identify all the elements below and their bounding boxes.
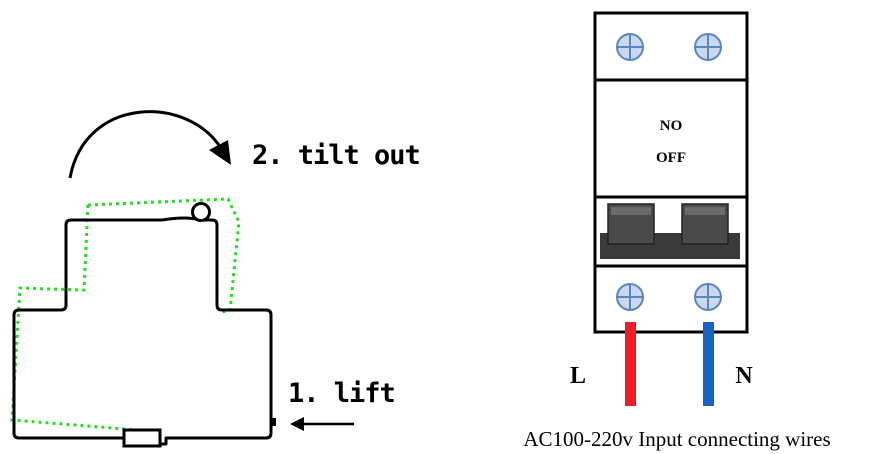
- lift-label: 1. lift: [288, 378, 395, 409]
- screw-top-left-icon: [616, 33, 644, 61]
- state-on-text: NO: [660, 118, 683, 134]
- removal-diagram: 2. tilt out 1. lift: [10, 110, 421, 448]
- wiring-caption: AC100-220v Input connecting wires: [523, 427, 830, 451]
- side-nub: [270, 418, 276, 426]
- screw-bottom-left-icon: [616, 283, 644, 311]
- breaker-diagram: NO OFF L N AC100-220v Input connectin: [523, 11, 831, 451]
- live-label: L: [570, 363, 586, 389]
- lift-arrowhead: [290, 417, 304, 431]
- live-wire: [625, 322, 636, 406]
- screw-bottom-right-icon: [694, 283, 722, 311]
- toggle-switch: [600, 203, 740, 259]
- screw-top-right-icon: [694, 33, 722, 61]
- pivot-circle: [191, 202, 211, 222]
- rail-clip: [122, 428, 162, 448]
- state-off-text: OFF: [656, 150, 686, 166]
- rotation-arrowhead: [209, 140, 231, 165]
- tilt-out-label: 2. tilt out: [252, 140, 420, 171]
- breaker-body: [593, 11, 749, 334]
- device-outline: [12, 216, 273, 446]
- neutral-label: N: [735, 363, 753, 389]
- tilted-outline: [10, 197, 241, 434]
- rotation-arrow: [68, 110, 224, 179]
- neutral-wire: [703, 322, 714, 406]
